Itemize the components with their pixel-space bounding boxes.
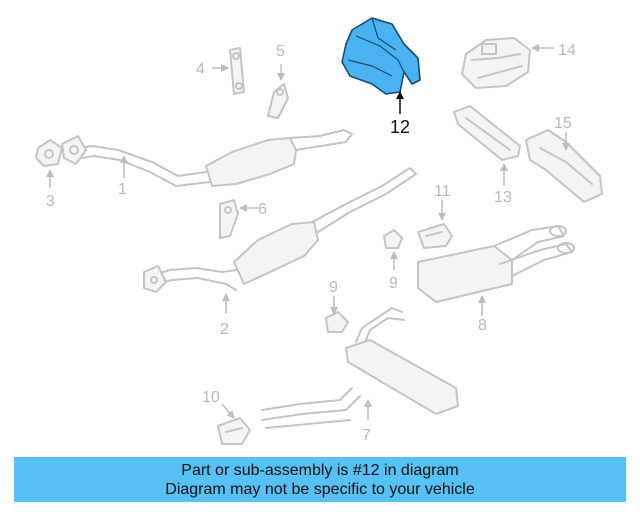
banner-line-2: Diagram may not be specific to your vehi… <box>165 480 475 498</box>
info-banner: Part or sub-assembly is #12 in diagram D… <box>14 457 626 502</box>
callout-4[interactable]: 4 <box>196 61 205 78</box>
part-9-hanger-lower[interactable] <box>325 311 349 333</box>
callout-9-upper[interactable]: 9 <box>389 275 398 292</box>
callout-6[interactable]: 6 <box>258 201 267 218</box>
banner-line-1: Part or sub-assembly is #12 in diagram <box>181 461 459 479</box>
callout-2[interactable]: 2 <box>220 321 229 338</box>
part-13-bracket[interactable] <box>453 105 521 161</box>
part-11-clamp[interactable] <box>417 223 453 249</box>
callout-3[interactable]: 3 <box>46 193 55 210</box>
callout-10[interactable]: 10 <box>202 389 220 406</box>
part-6-hanger[interactable] <box>219 199 239 239</box>
leader-10 <box>221 403 235 419</box>
part-7-center-muffler[interactable] <box>261 307 459 429</box>
part-14-shield[interactable] <box>461 37 531 89</box>
callout-9-lower[interactable]: 9 <box>329 279 338 296</box>
part-10-clamp[interactable] <box>217 417 251 445</box>
callout-14[interactable]: 14 <box>558 42 576 59</box>
callout-11[interactable]: 11 <box>434 183 451 200</box>
callout-13[interactable]: 13 <box>494 189 512 206</box>
part-9-hanger-upper[interactable] <box>383 229 403 249</box>
callout-1[interactable]: 1 <box>118 181 127 198</box>
callout-12[interactable]: 12 <box>390 117 410 137</box>
part-15-heat-shield[interactable] <box>525 129 603 203</box>
part-8-rear-muffler[interactable] <box>417 225 575 303</box>
part-4-hanger[interactable] <box>229 47 245 95</box>
callout-7[interactable]: 7 <box>362 427 371 444</box>
callout-8[interactable]: 8 <box>478 317 487 334</box>
part-2-pipe-catalytic-converter[interactable] <box>143 167 417 293</box>
part-12-heat-shield[interactable] <box>341 17 421 95</box>
callout-5[interactable]: 5 <box>276 43 285 60</box>
part-5-bracket[interactable] <box>267 83 289 119</box>
callout-15[interactable]: 15 <box>554 115 572 132</box>
part-1-front-pipe-catalytic-converter[interactable] <box>61 129 353 187</box>
part-3-gasket[interactable] <box>35 139 63 167</box>
exhaust-parts-diagram: 12 14 4 5 1 3 6 2 11 9 8 13 15 9 7 10 <box>35 17 603 445</box>
